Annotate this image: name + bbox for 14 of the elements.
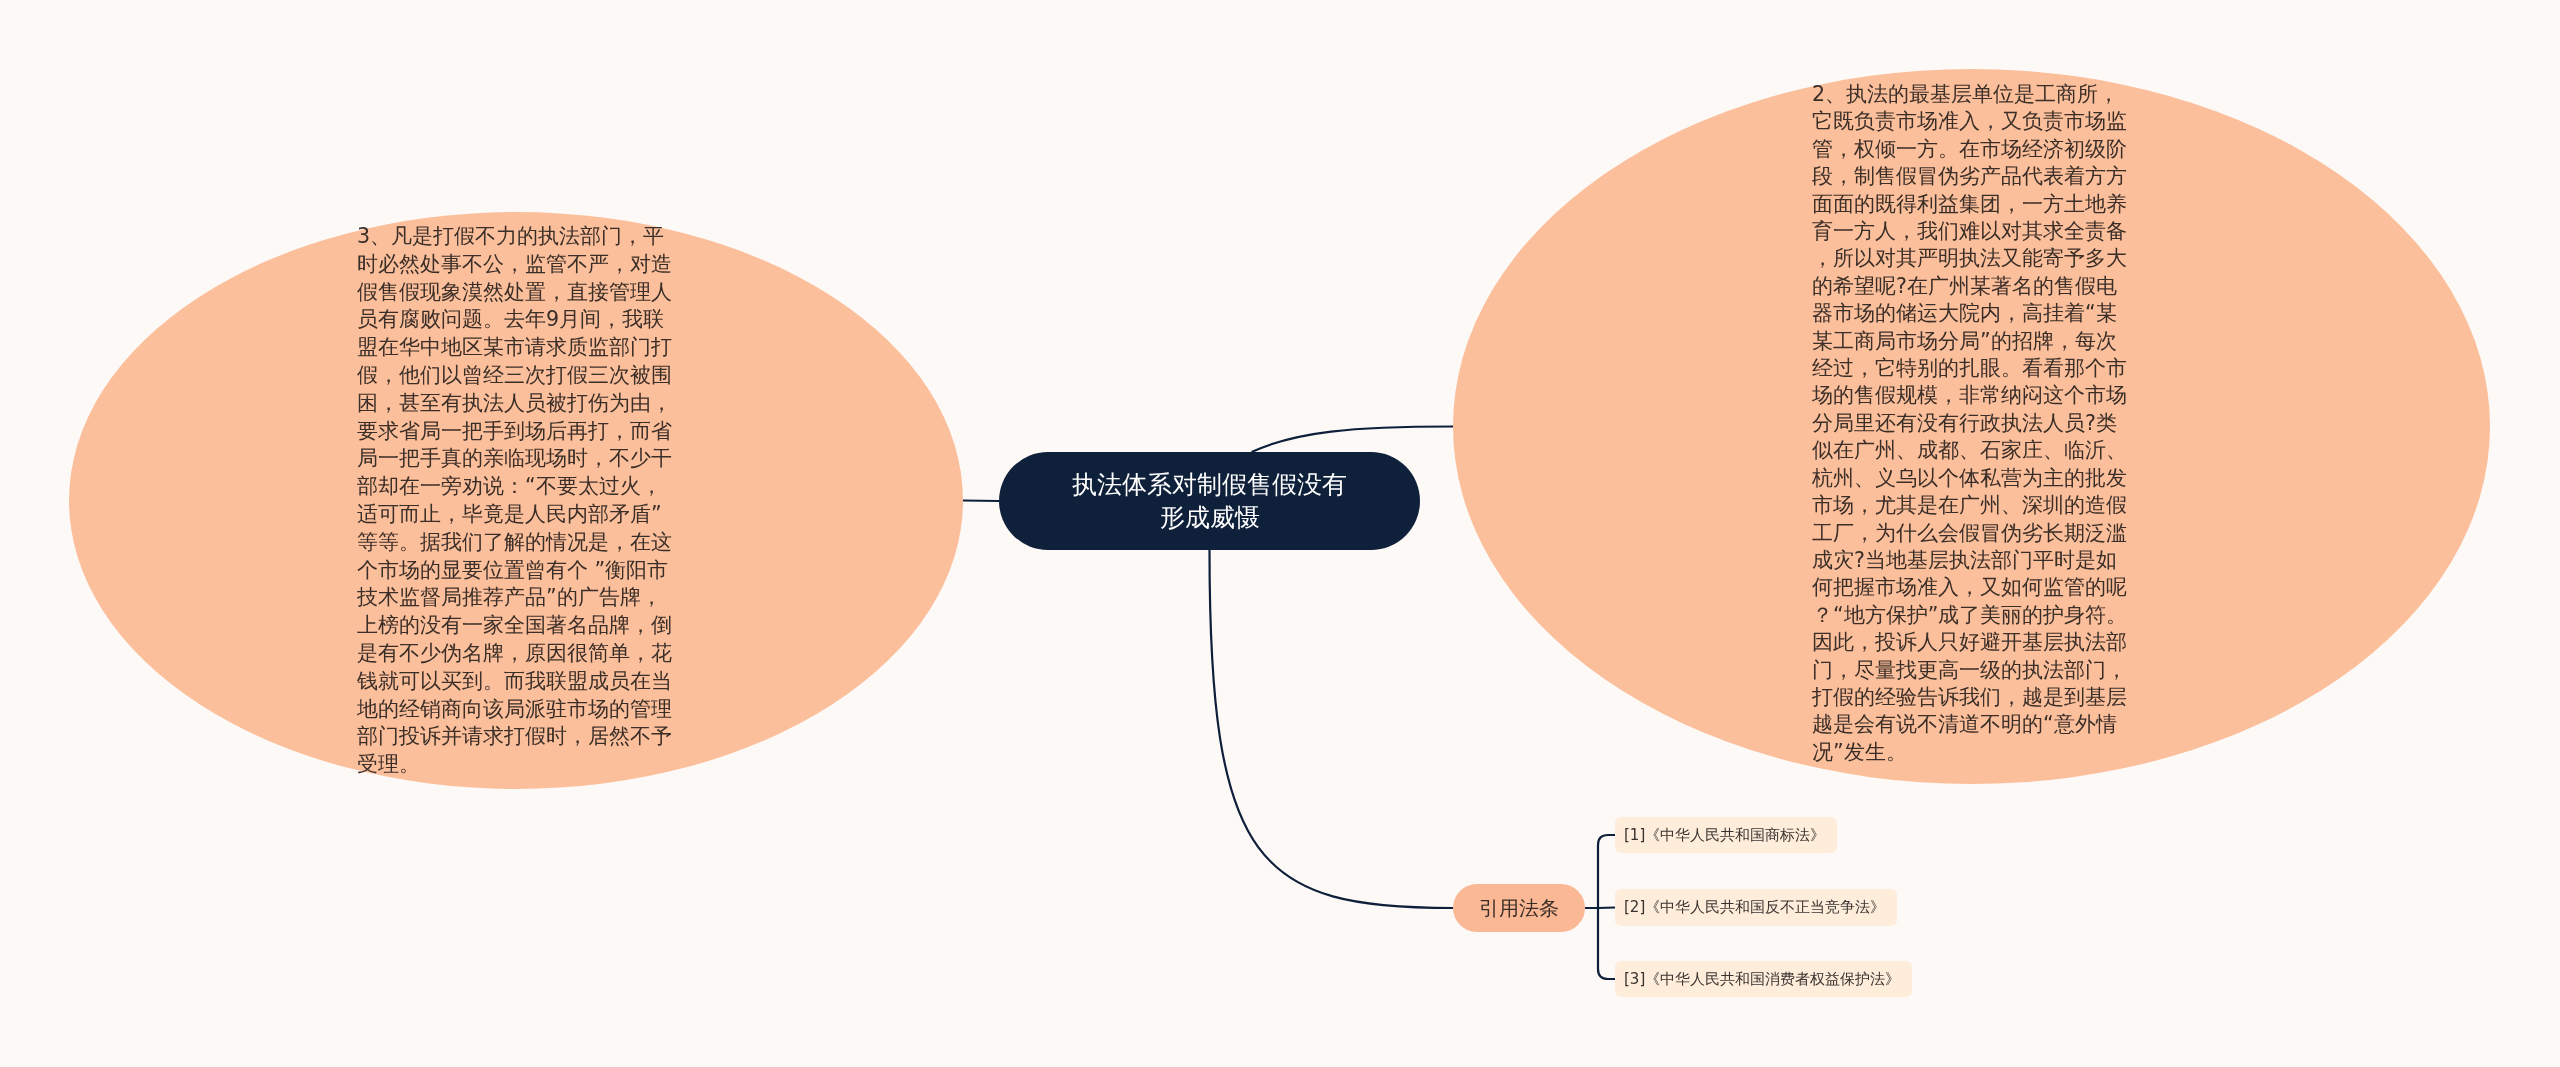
reference-tag [1615,817,1838,853]
reference-text: [1]《中华人民共和国商标法》 [1624,825,1826,845]
connector-line [1208,550,1454,910]
connector-line [1251,425,1453,453]
topic-title: 执法体系对制假售假没有形成威慑 [1071,469,1348,534]
connector-line [963,499,999,503]
branch-pill [1453,884,1585,932]
reference-tag [1615,889,1898,926]
reference-text: [2]《中华人民共和国反不正当竞争法》 [1624,898,1886,917]
branch-label: 引用法条 [1479,894,1559,922]
reference-text: [3]《中华人民共和国消费者权益保护法》 [1624,969,1901,989]
paragraph-text: 3、凡是打假不力的执法部门，平时必然处事不公，监管不严，对造假售假现象漠然处置，直接管理人员有腐败问题。去年9月间，我联盟在华中地区某市请求质监部门打假，他们以曾经三次打假三次被围困，甚至有执法人员被打伤为由，要求省局一把手到场后再打，而省局一把手真的亲临现场时，不少干部却在一旁劝说：“不要太过火，适可而止，毕竟是人民内部矛盾”等等。据我们了解的情况是，在这个市场的显要位置曾有个 ”衡阳市技术监督局推荐产品”的广告牌，上榜的没有一家全国著名品牌，倒是有不少伪名牌，原因很简单，花钱就可以买到。而我联盟成员在当地的经销商向该局派驻市场的管理部门投诉并请求打假时，居然不予受理。 [357,223,673,779]
paragraph-text: 2、执法的最基层单位是工商所，它既负责市场准入，又负责市场监管，权倾一方。在市场经济初级阶段，制售假冒伪劣产品代表着方方面面的既得利益集团，一方土地养育一方人，我们难以对其求全责备，所以对其严明执法又能寄予多大的希望呢?在广州某著名的售假电器市场的储运大院内，高挂着“某某工商局市场分局”的招牌，每次经过，它特别的扎眼。看看那个市场的售假规模，非常纳闷这个市场分局里还有没有行政执法人员?类似在广州、成都、石家庄、临沂、杭州、义乌以个体私营为主的批发市场，尤其是在广州、深圳的造假工厂，为什么会假冒伪劣长期泛滥成灾?当地基层执法部门平时是如何把握市场准入，又如何监管的呢？“地方保护”成了美丽的护身符。因此，投诉人只好避开基层执法部门，尽量找更高一级的执法部门，打假的经验告诉我们，越是到基层越是会有说不清道不明的“意外情况”发生。 [1812,81,2129,766]
reference-tag [1615,961,1913,997]
